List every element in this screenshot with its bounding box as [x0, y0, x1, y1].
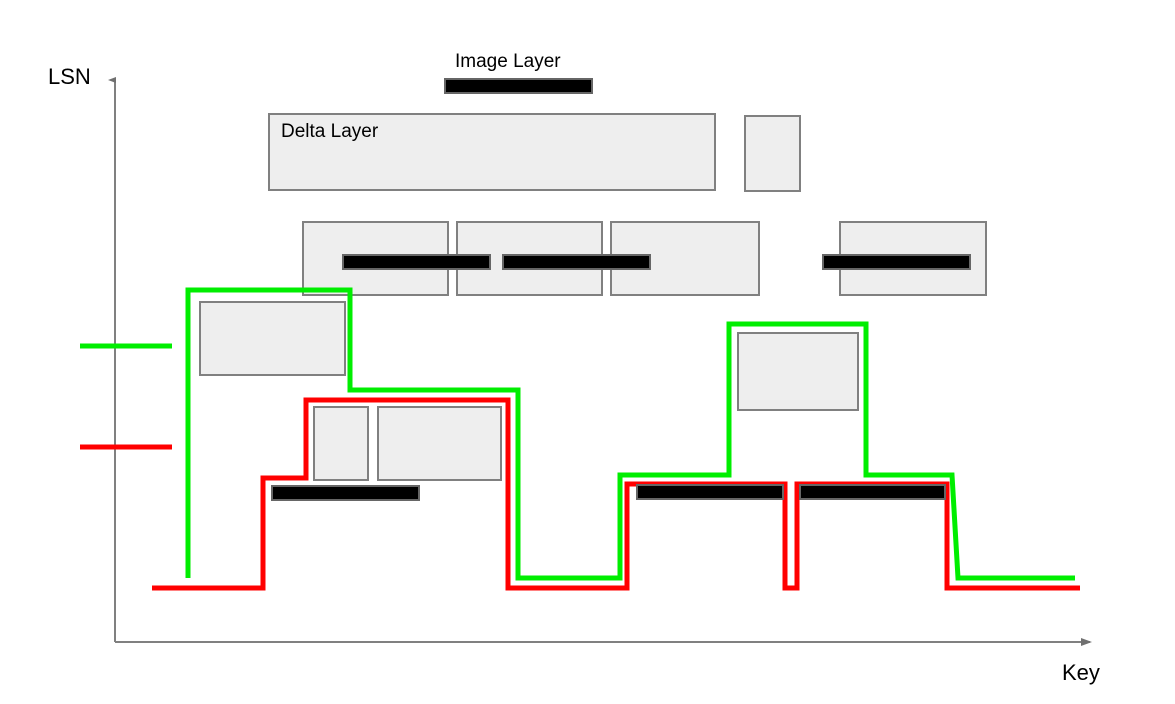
delta-layer-label: Delta Layer [281, 121, 379, 142]
lsn-tick-markers [80, 343, 172, 450]
image-bar-legend [444, 78, 593, 94]
image-layer-bars-row2 [342, 254, 971, 270]
delta-box-green-left [199, 301, 346, 376]
axes-group [108, 77, 1092, 646]
image-bar-row2-left [342, 254, 491, 270]
image-bar-row2-mid [502, 254, 651, 270]
image-layer-bars-lower [271, 484, 946, 501]
delta-layer-box-main [268, 113, 716, 191]
image-bar-bottom-right [799, 484, 946, 500]
green-lsn-boundary-line [185, 287, 1075, 581]
delta-box-red-wide [377, 406, 502, 481]
image-bar-bottom-left [636, 484, 784, 500]
delta-box-green-right [737, 332, 859, 411]
y-axis-label: LSN [48, 64, 91, 89]
delta-layer-box-small-right [744, 115, 801, 192]
delta-layer-boxes-lower [199, 301, 859, 481]
x-axis-label: Key [1062, 660, 1100, 685]
image-bar-row2-far-right [822, 254, 971, 270]
delta-box-red-narrow [313, 406, 369, 481]
image-layer-label: Image Layer [455, 51, 561, 72]
image-bar-red-left [271, 485, 420, 501]
